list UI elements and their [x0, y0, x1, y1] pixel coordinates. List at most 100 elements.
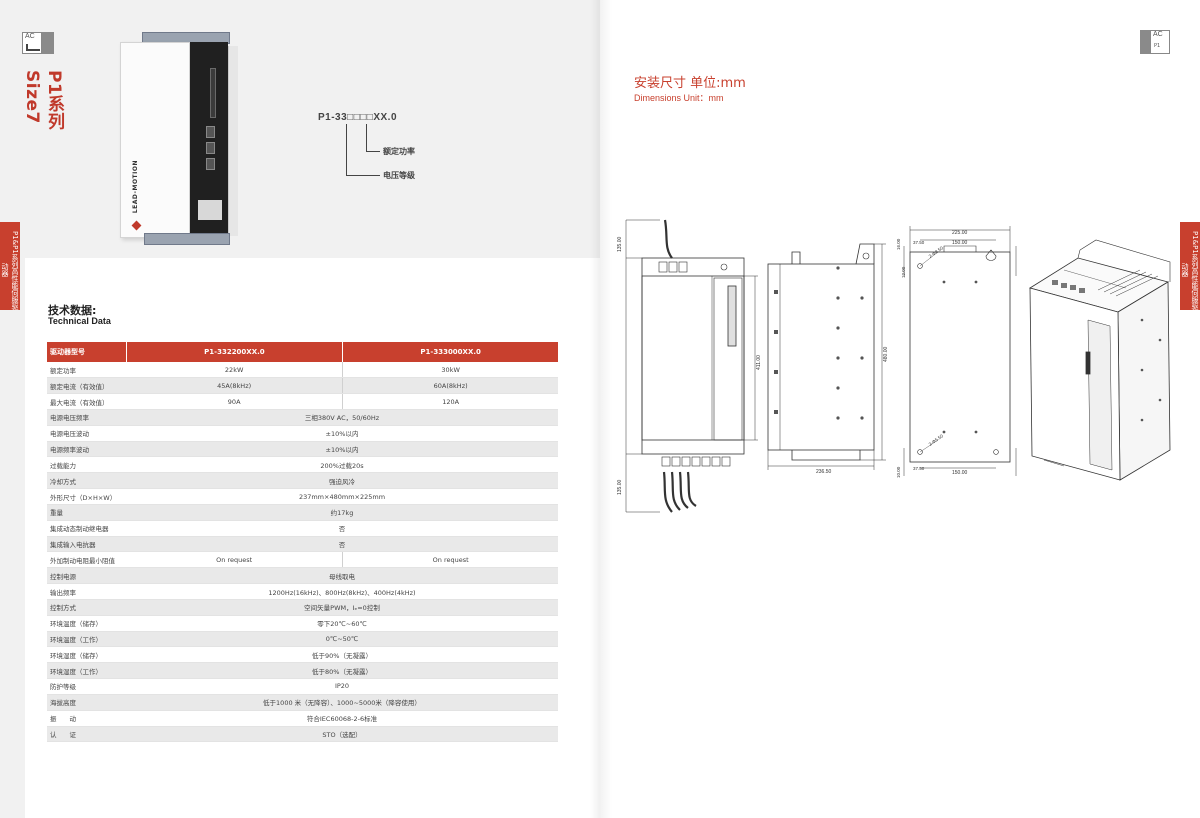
table-row: 振 动符合IEC60068-2-6标准: [47, 710, 558, 727]
front-view-drawing: [625, 219, 758, 513]
product-banner: [0, 0, 600, 258]
dim-rear-height: 16.00: [896, 238, 901, 250]
row-value: 母线取电: [126, 567, 558, 585]
row-value: 90A: [126, 393, 344, 410]
badge-tab-right: [1140, 30, 1150, 54]
tech-title-cn: 技术数据:: [48, 304, 97, 317]
row-label: 过载能力: [47, 456, 126, 474]
row-value: 1200Hz(16kHz)、800Hz(8kHz)、400Hz(4kHz): [126, 583, 558, 600]
row-label: 电源频率波动: [47, 441, 126, 458]
table-row: 环境湿度（工作）低于80%（无凝露）: [47, 662, 558, 680]
table-row: 外形尺寸（D×H×W）237mm×480mm×225mm: [47, 488, 558, 505]
row-value: 30kW: [342, 362, 558, 379]
servo-mark-icon: [26, 44, 40, 51]
dim-rear-bottom-height: 10.00: [896, 466, 901, 478]
row-value: 低于80%（无凝露）: [126, 662, 558, 680]
row-value: On request: [126, 551, 344, 569]
dim-rear-inner: 150.00: [952, 240, 968, 246]
row-value: 60A(8kHz): [342, 377, 558, 395]
dim-front-top: 135.00: [617, 236, 623, 252]
table-row: 环境温度（工作）0℃~50℃: [47, 631, 558, 648]
spine-shadow-right: [600, 0, 612, 818]
row-label: 重量: [47, 504, 126, 521]
drive-front-cover: [120, 42, 190, 238]
code-bracket-line: [346, 124, 347, 176]
ac-badge-icon: AC: [22, 32, 42, 54]
row-value: ±10%以内: [126, 425, 558, 442]
dim-side-depth: 236.50: [816, 469, 832, 475]
row-label: 最大电流（有效值）: [47, 393, 126, 410]
row-label: 电源电压波动: [47, 425, 126, 442]
warning-label: [198, 200, 222, 220]
drive-display: [210, 68, 216, 118]
row-value: 237mm×480mm×225mm: [126, 488, 558, 505]
connector-icon: [206, 158, 215, 170]
badge-p1-text: P1: [1154, 43, 1161, 49]
row-value: 空间矢量PWM，Iₑ=0控制: [126, 599, 558, 616]
product-image: LEAD-MOTION: [120, 30, 238, 246]
dim-rear-bottom-offset: 37.50: [913, 466, 925, 471]
row-value: 零下20℃~60℃: [126, 615, 558, 632]
row-value: 200%过载20s: [126, 456, 558, 474]
tech-title-en: Technical Data: [48, 316, 111, 326]
row-value: 约17kg: [126, 504, 558, 521]
table-row: 冷却方式强迫风冷: [47, 472, 558, 490]
table-row: 电源频率波动±10%以内: [47, 441, 558, 458]
row-value: IP20: [126, 678, 558, 695]
row-label: 额定电流（有效值）: [47, 377, 126, 395]
side-view-drawing: [767, 243, 886, 470]
row-value: 120A: [342, 393, 558, 410]
table-header-row: 驱动器型号 P1-332200XX.0 P1-333000XX.0: [47, 342, 558, 362]
code-bracket-line: [366, 151, 380, 152]
row-label: 控制电源: [47, 567, 126, 585]
connector-icon: [206, 142, 215, 154]
dim-rear-width: 225.00: [952, 230, 968, 236]
code-bracket-line: [366, 124, 367, 152]
row-label: 环境温度（储存）: [47, 615, 126, 632]
table-row: 控制电源母线取电: [47, 567, 558, 585]
row-value: On request: [342, 551, 558, 569]
table-row: 集成输入电抗器否: [47, 536, 558, 553]
dim-rear-offset: 37.50: [913, 240, 925, 245]
code-label-voltage: 电压等级: [383, 171, 415, 180]
row-label: 控制方式: [47, 599, 126, 616]
row-value: 低于90%（无凝露）: [126, 646, 558, 664]
row-value: 低于1000 米（无降容）、1000~5000米（降容使用）: [126, 694, 558, 711]
code-bracket-line: [346, 175, 380, 176]
spine-shadow: [590, 0, 600, 818]
row-value: 否: [126, 536, 558, 553]
mounting-rail-bottom: [144, 233, 230, 245]
series-title: P1系列 Size7: [22, 70, 64, 190]
row-label: 集成输入电抗器: [47, 536, 126, 553]
row-label: 额定功率: [47, 362, 126, 379]
row-value: 45A(8kHz): [126, 377, 344, 395]
side-tab-right[interactable]: P1&P1系列高性能伺服驱动器: [1180, 222, 1200, 310]
table-header-cell: P1-332200XX.0: [126, 342, 344, 362]
row-label: 振 动: [47, 710, 126, 727]
ac-badge-right-icon: AC P1: [1150, 30, 1170, 54]
table-row: 海拔高度低于1000 米（无降容）、1000~5000米（降容使用）: [47, 694, 558, 711]
drive-side: [228, 46, 238, 236]
connector-icon: [206, 126, 215, 138]
row-label: 输出频率: [47, 583, 126, 600]
dimensions-title-cn: 安装尺寸 单位:mm: [634, 76, 746, 91]
side-tab-right-label: P1&P1系列高性能伺服驱动器: [1181, 230, 1199, 310]
row-value: 三相380V AC，50/60Hz: [126, 409, 558, 426]
row-label: 外形尺寸（D×H×W）: [47, 488, 126, 505]
side-tab-left[interactable]: P1&P1系列高性能伺服驱动器: [0, 222, 20, 310]
row-value: 22kW: [126, 362, 344, 379]
dim-front-height: 411.00: [756, 355, 762, 370]
table-row: 控制方式空间矢量PWM，Iₑ=0控制: [47, 599, 558, 616]
row-label: 认 证: [47, 726, 126, 743]
row-label: 电源电压频率: [47, 409, 126, 426]
dim-side-height: 480.00: [883, 346, 889, 362]
table-row: 集成动态制动继电器否: [47, 520, 558, 537]
badge-tab: [42, 32, 54, 54]
badge-text: AC: [25, 33, 35, 40]
row-value: 符合IEC60068-2-6标准: [126, 710, 558, 727]
